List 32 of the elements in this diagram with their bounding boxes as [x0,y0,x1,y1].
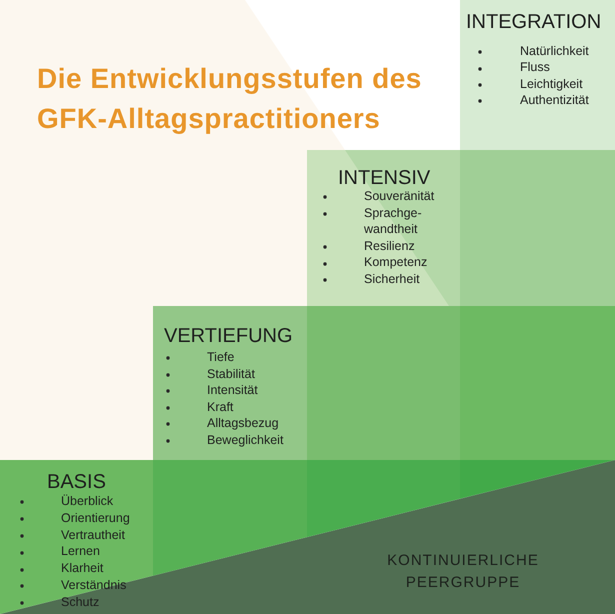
list-item-text: Intensität [207,383,258,397]
stage-heading: INTEGRATION [466,10,602,34]
stage-heading: BASIS [47,470,106,494]
list-item-text: Tiefe [207,350,234,364]
list-item-text: Orientierung [61,510,130,525]
list-item-text: Kompetenz [364,255,428,270]
list-item-text: Kraft [207,400,234,414]
list-item-text: Authentizität [520,93,589,108]
stage-heading: INTENSIV [338,166,430,190]
stage-heading: VERTIEFUNG [164,324,293,348]
list-item-text: Schutz [61,594,100,609]
triangle-area [0,460,615,614]
stage-column [153,306,307,460]
diagram-title: Die Entwicklungsstufen des GFK-Alltagspractitioners [37,62,423,136]
list-item-text: Überblick [61,494,114,508]
list-item-text: Resilienz [364,238,415,253]
list-item-text: Leichtigkeit [520,76,583,91]
band-label: KONTINUIERLICHE PEERGRUPPE [386,551,540,593]
list-item-text: Sprachge- wandtheit [364,206,422,236]
list-item-text: Sicherheit [364,272,420,286]
list-item-text: Beweglichkeit [207,432,284,446]
list-item-text: Lernen [61,544,100,558]
list-item-text: Fluss [520,60,550,74]
list-item-text: Vertrautheit [61,528,125,542]
list-item-text: Natürlichkeit [520,44,589,58]
list-item-text: Klarheit [61,561,104,576]
list-item-text: Alltagsbezug [207,416,279,430]
list-item-text: Stabilität [207,366,255,380]
list-item-text: Souveränität [364,189,434,203]
list-item-text: Verständnis [61,578,126,592]
stage-column [307,150,460,460]
stage-column [460,0,615,460]
